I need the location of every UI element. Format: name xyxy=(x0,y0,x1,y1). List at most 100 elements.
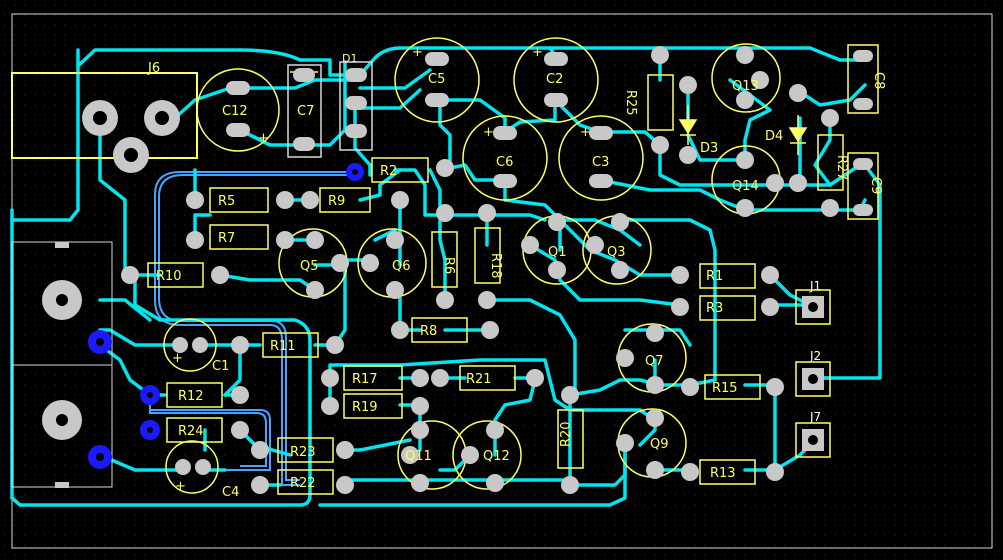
label-c7: C7 xyxy=(297,104,314,119)
label-q5: Q5 xyxy=(300,259,319,274)
d1-outline xyxy=(339,61,373,151)
label-r6: R6 xyxy=(441,257,456,274)
r11-outline xyxy=(262,332,319,358)
pads xyxy=(42,46,873,494)
r7-outline xyxy=(209,224,269,250)
label-j7: J7 xyxy=(809,410,821,424)
j7-outline xyxy=(795,422,831,458)
label-c9: C9 xyxy=(868,177,883,194)
c1-outline xyxy=(163,318,217,372)
r13-outline xyxy=(699,459,756,485)
label-j1: J1 xyxy=(809,279,821,293)
c12-outline xyxy=(196,68,280,152)
label-r13: R13 xyxy=(710,466,736,481)
r5-outline xyxy=(209,187,269,213)
r18-outline xyxy=(474,227,501,284)
label-r27: R27 xyxy=(834,155,849,181)
label-r12: R12 xyxy=(178,389,204,404)
label-r11: R11 xyxy=(270,339,296,354)
label-r3: R3 xyxy=(706,301,723,316)
label-r7: R7 xyxy=(218,231,235,246)
r27-outline xyxy=(817,134,844,191)
label-q14: Q14 xyxy=(732,179,759,194)
polarity-c2: + xyxy=(532,45,543,60)
label-r10: R10 xyxy=(156,269,182,284)
polarity-c4: + xyxy=(175,479,186,494)
label-q7: Q7 xyxy=(645,354,664,369)
label-r18: R18 xyxy=(488,253,503,279)
r24-outline xyxy=(166,417,223,443)
r20-outline xyxy=(557,409,584,469)
label-r2: R2 xyxy=(380,164,397,179)
label-r22: R22 xyxy=(290,476,316,491)
polarity-c12: + xyxy=(258,131,269,146)
label-c8: C8 xyxy=(871,72,886,89)
polarity-c1: + xyxy=(172,351,183,366)
c5-outline xyxy=(394,37,480,123)
label-q3: Q3 xyxy=(607,245,626,260)
r3-outline xyxy=(699,295,756,321)
r17-outline xyxy=(343,365,403,391)
label-q1: Q1 xyxy=(548,245,567,260)
q12-outline xyxy=(452,420,522,490)
label-d4: D4 xyxy=(765,129,783,144)
polarity-c6: + xyxy=(483,125,494,140)
label-r19: R19 xyxy=(352,400,378,415)
label-r23: R23 xyxy=(290,445,316,460)
c7-outline xyxy=(287,64,322,158)
component-labels: J6 C12 C7 D1 C5 C2 C6 C3 R25 Q13 C8 D3 D… xyxy=(147,45,886,500)
label-r21: R21 xyxy=(466,372,492,387)
r2-outline xyxy=(371,157,429,183)
label-q11: Q11 xyxy=(405,449,432,464)
label-q9: Q9 xyxy=(650,437,669,452)
r22-outline xyxy=(277,469,334,495)
label-d3: D3 xyxy=(700,141,718,156)
r21-outline xyxy=(459,365,516,391)
label-r17: R17 xyxy=(352,372,378,387)
r23-outline xyxy=(277,437,334,463)
r9-outline xyxy=(319,187,371,213)
label-c12: C12 xyxy=(222,104,248,119)
c4-outline xyxy=(165,440,219,494)
q13-outline xyxy=(711,43,781,113)
label-r9: R9 xyxy=(328,194,345,209)
label-q6: Q6 xyxy=(392,259,411,274)
label-c3: C3 xyxy=(592,155,609,170)
label-d1: D1 xyxy=(342,52,357,65)
label-q12: Q12 xyxy=(483,449,510,464)
c9-outline xyxy=(847,152,879,220)
r12-outline xyxy=(166,382,223,408)
label-r24: R24 xyxy=(178,424,204,439)
label-r15: R15 xyxy=(712,381,738,396)
label-r5: R5 xyxy=(218,194,235,209)
r19-outline xyxy=(343,393,403,419)
j1-outline xyxy=(795,289,831,325)
label-r20: R20 xyxy=(559,421,574,447)
r8-outline xyxy=(411,317,468,343)
label-j2: J2 xyxy=(809,349,821,363)
c3-outline xyxy=(558,115,644,201)
label-c5: C5 xyxy=(428,72,445,87)
c6-outline xyxy=(462,115,548,201)
label-c2: C2 xyxy=(546,72,563,87)
r25-outline xyxy=(647,74,674,131)
r1-outline xyxy=(699,263,756,289)
label-r8: R8 xyxy=(420,324,437,339)
label-r1: R1 xyxy=(706,269,723,284)
label-q13: Q13 xyxy=(732,79,759,94)
label-c4: C4 xyxy=(222,485,239,500)
polarity-c3: + xyxy=(580,125,591,140)
c2-outline xyxy=(513,37,599,123)
c8-outline xyxy=(847,44,879,114)
label-j6: J6 xyxy=(147,61,160,76)
j2-outline xyxy=(795,361,831,397)
polarity-c5: + xyxy=(412,45,423,60)
r10-outline xyxy=(147,262,204,288)
r6-outline xyxy=(431,231,458,288)
label-c6: C6 xyxy=(496,155,513,170)
label-c1: C1 xyxy=(212,359,229,374)
label-r25: R25 xyxy=(623,90,638,116)
r15-outline xyxy=(704,374,761,400)
